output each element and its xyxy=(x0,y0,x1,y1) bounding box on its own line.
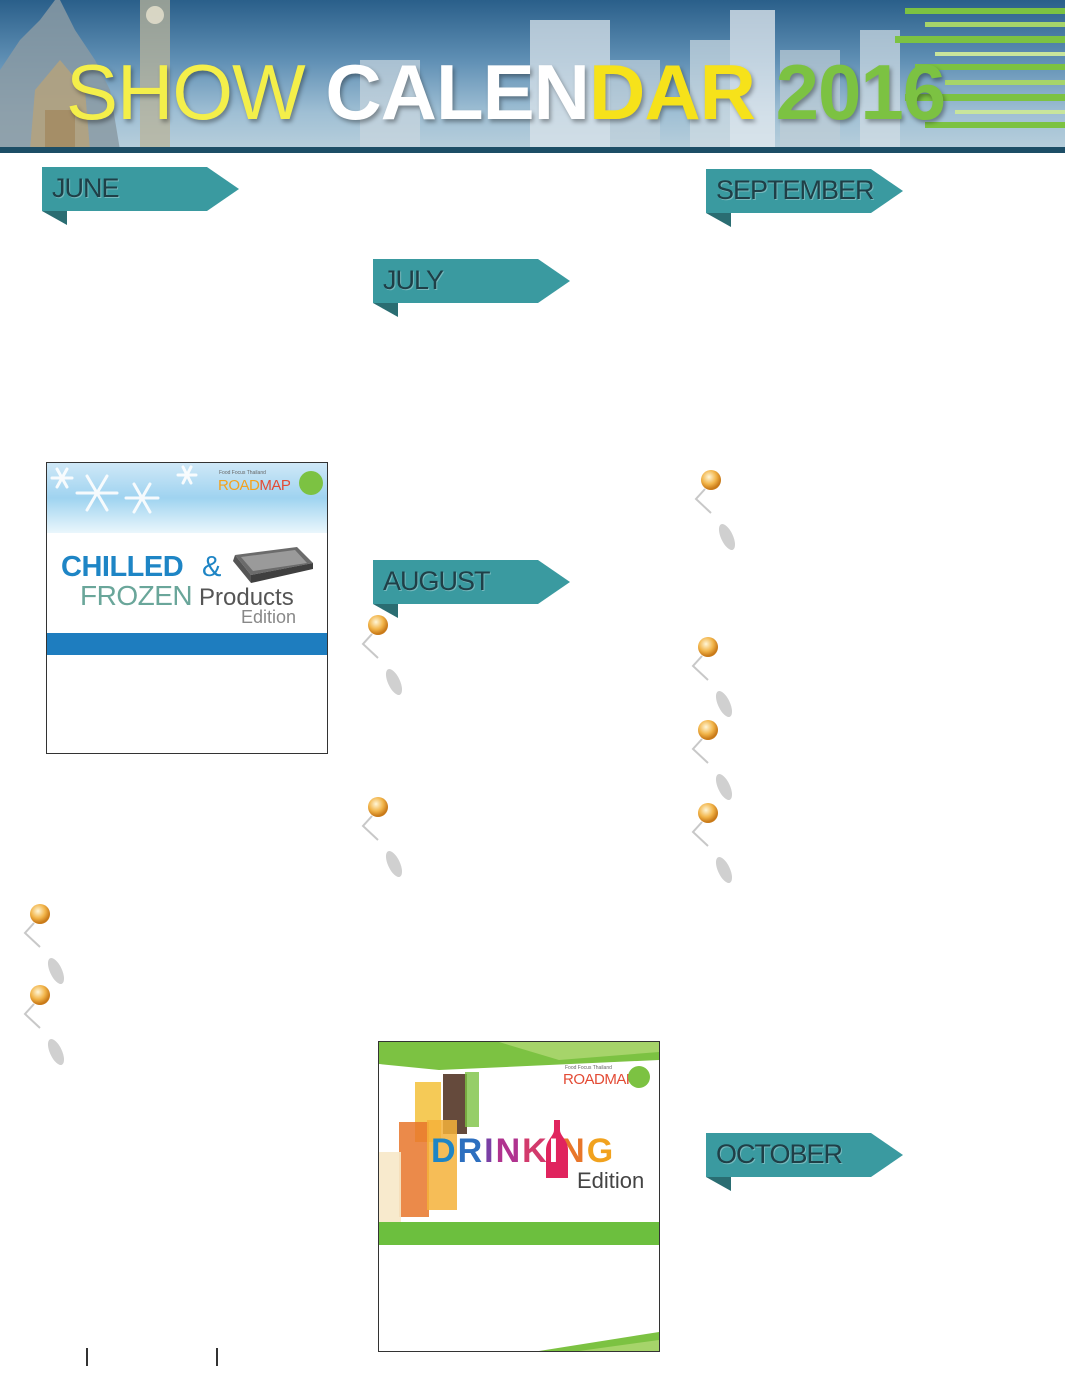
ad-frost-banner xyxy=(47,463,327,533)
bottle-icon xyxy=(545,1120,568,1178)
roadmap-logo: ROADMAP xyxy=(563,1071,636,1088)
green-stripes-icon xyxy=(895,8,1065,128)
city-skyline-icon xyxy=(0,0,900,150)
month-label-september: SEPTEMBER xyxy=(716,175,875,205)
folio-divider xyxy=(86,1348,88,1366)
month-ribbon-july: JULY xyxy=(373,259,573,317)
ad-publisher: Food Focus Thailand xyxy=(219,470,266,476)
roadmap-logo: ROADMAP xyxy=(218,477,291,494)
month-label-august: AUGUST xyxy=(383,566,491,596)
drink-glasses-icon xyxy=(379,1072,479,1222)
folio-divider xyxy=(216,1348,218,1366)
header-divider xyxy=(0,147,1065,153)
food-tray-icon xyxy=(233,547,313,583)
month-ribbon-september: SEPTEMBER xyxy=(706,169,906,227)
map-pin-icon xyxy=(691,803,733,883)
month-label-october: OCTOBER xyxy=(716,1139,843,1169)
month-label-june: JUNE xyxy=(52,173,120,203)
roadmap-dot-icon xyxy=(299,471,323,495)
roadmap-dot-icon xyxy=(628,1066,650,1088)
map-pin-icon xyxy=(23,985,65,1065)
map-pin-icon xyxy=(23,904,65,984)
snowflake-icon xyxy=(50,465,198,514)
month-label-july: JULY xyxy=(383,265,444,295)
ad-chilled-frozen: Food Focus Thailand ROADMAP CHILLED & FR… xyxy=(46,462,328,754)
page-title: SHOW CALENDAR 2016 xyxy=(66,48,946,136)
ad-green-accents xyxy=(379,1042,659,1351)
month-ribbon-october: OCTOBER xyxy=(706,1133,906,1191)
map-pin-icon xyxy=(361,615,403,695)
header-banner: SHOW CALENDAR 2016 xyxy=(0,0,1065,150)
map-pin-icon xyxy=(691,720,733,800)
month-ribbon-august: AUGUST xyxy=(373,560,573,618)
map-pin-icon xyxy=(694,470,736,550)
map-pin-icon xyxy=(691,637,733,717)
ad-green-bar xyxy=(379,1222,659,1245)
ad-publisher: Food Focus Thailand xyxy=(565,1065,612,1071)
map-pin-icon xyxy=(361,797,403,877)
ad-blue-bar xyxy=(47,633,327,655)
month-ribbon-june: JUNE xyxy=(42,167,242,225)
